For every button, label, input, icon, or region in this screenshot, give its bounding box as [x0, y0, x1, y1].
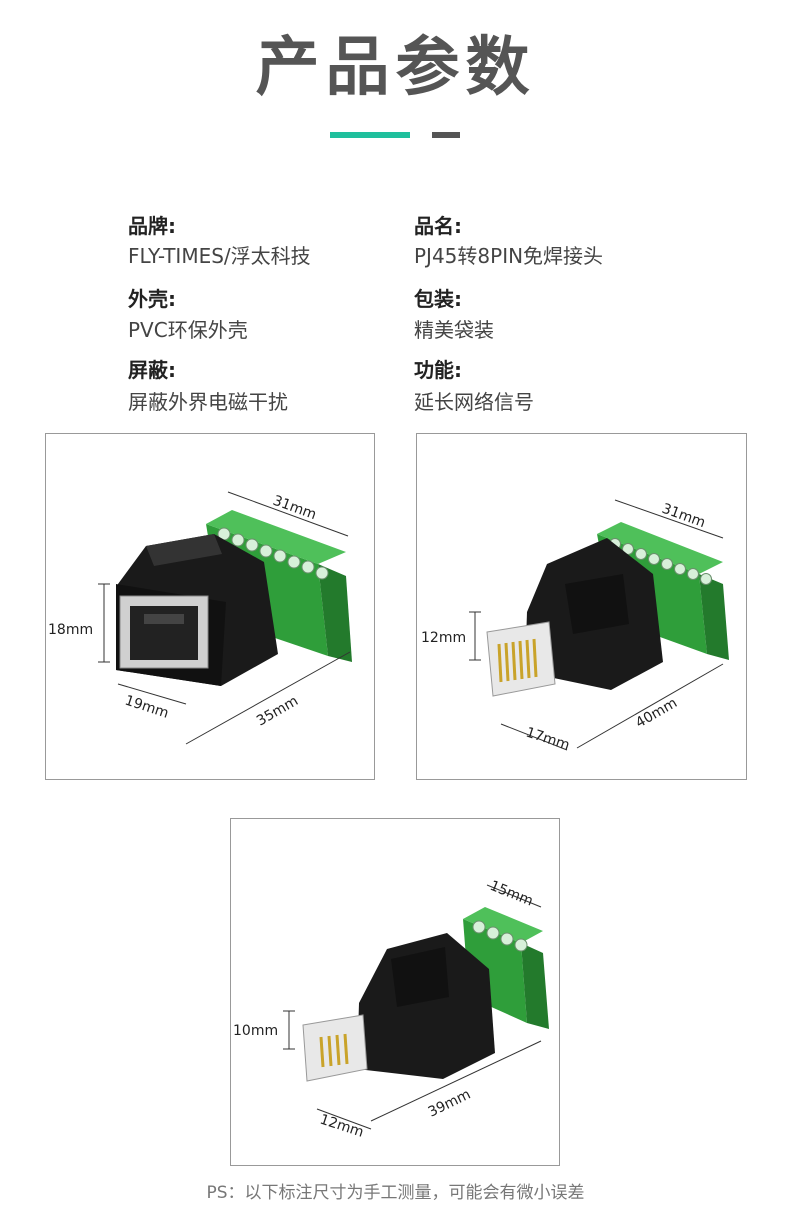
product-image-frame-3: 15mm 10mm 12mm 39mm	[230, 818, 560, 1166]
dim-top-3: 15mm	[488, 878, 536, 910]
spec-package-value: 精美袋装	[414, 318, 494, 342]
dim-top-1: 31mm	[271, 493, 319, 523]
rj45-female-adapter-image: 31mm 18mm 19mm 35mm	[48, 491, 352, 745]
spec-shell-label: 外壳:	[128, 287, 176, 311]
page-title: 产品参数	[255, 31, 536, 105]
dim-height-3: 10mm	[233, 1023, 278, 1039]
product-image-frame-1: 31mm 18mm 19mm 35mm	[45, 433, 375, 780]
rj45-male-adapter-image: 31mm 12mm 17mm 40mm	[421, 499, 729, 754]
measurement-footnote: PS：以下标注尺寸为手工测量，可能会有微小误差	[206, 1183, 585, 1203]
spec-brand-value: FLY-TIMES/浮太科技	[128, 244, 311, 268]
dim-depth-3: 12mm	[318, 1112, 366, 1141]
title-underline-accent	[330, 132, 410, 138]
title-underline-dash	[432, 132, 460, 138]
dim-height-2: 12mm	[421, 630, 466, 646]
spec-shell-value: PVC环保外壳	[128, 318, 248, 342]
spec-name-label: 品名:	[414, 214, 462, 238]
spec-name-value: PJ45转8PIN免焊接头	[414, 244, 604, 268]
spec-function-label: 功能:	[414, 358, 462, 382]
spec-shield-label: 屏蔽:	[128, 358, 176, 382]
dim-length-2: 40mm	[633, 695, 680, 731]
spec-function-value: 延长网络信号	[414, 390, 534, 414]
dim-top-2: 31mm	[660, 501, 708, 531]
product-image-frame-2: 31mm 12mm 17mm 40mm	[416, 433, 747, 780]
spec-shield-value: 屏蔽外界电磁干扰	[128, 390, 288, 414]
spec-brand-label: 品牌:	[128, 214, 176, 238]
dim-length-1: 35mm	[254, 693, 301, 729]
dim-height-1: 18mm	[48, 622, 93, 638]
rj11-male-adapter-image: 15mm 10mm 12mm 39mm	[233, 878, 549, 1141]
spec-package-label: 包装:	[414, 287, 462, 311]
dim-depth-2: 17mm	[524, 725, 572, 754]
